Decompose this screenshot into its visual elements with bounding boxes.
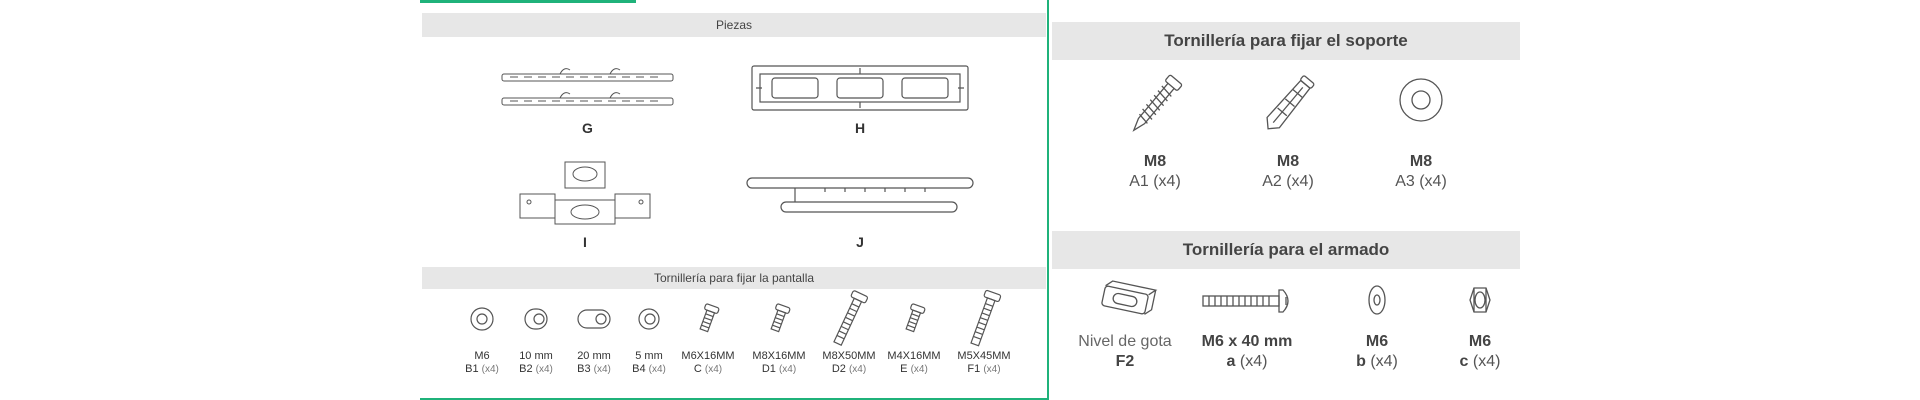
assembly-title: Tornillería para el armado xyxy=(1182,240,1390,259)
screw-qty: (x4) xyxy=(535,364,553,375)
screw-size: M8X16MM xyxy=(752,350,806,362)
screw-size: M5X45MM xyxy=(957,350,1011,362)
tube-pair-icon xyxy=(746,177,974,213)
screw-qty: (x4) xyxy=(593,364,611,375)
assembly-line2: c xyxy=(1459,353,1469,370)
support-header: Tornillería para fijar el soporte xyxy=(1052,22,1520,60)
assembly-item-f2: Nivel de gota F2 xyxy=(1060,280,1190,372)
support-item-a3: M8 A3 (x4) xyxy=(1356,70,1486,192)
screws-title: Tornillería para fijar la pantalla xyxy=(653,271,815,285)
spacer-short-icon xyxy=(638,308,660,330)
part-label: H xyxy=(854,120,866,136)
screw-code: E xyxy=(900,363,908,375)
support-title: Tornillería para fijar el soporte xyxy=(1164,31,1408,50)
screw-size: M6X16MM xyxy=(681,350,735,362)
screw-code: D1 xyxy=(761,363,776,375)
part-h: H xyxy=(750,64,970,136)
bracket-plates-icon xyxy=(519,161,651,225)
screw-code: B1 xyxy=(465,363,479,375)
long-bolt-icon xyxy=(833,290,869,346)
support-size: M8 xyxy=(1143,153,1167,170)
screw-b2: 10 mm B2 (x4) xyxy=(502,304,570,376)
piezas-header: Piezas xyxy=(422,13,1046,37)
assembly-qty: (x4) xyxy=(1370,353,1398,370)
support-item-a2: M8 A2 (x4) xyxy=(1223,70,1353,192)
assembly-line1: M6 xyxy=(1468,333,1492,350)
short-bolt-icon xyxy=(905,303,926,333)
assembly-header: Tornillería para el armado xyxy=(1052,231,1520,269)
screw-qty: (x4) xyxy=(848,364,867,375)
screw-code: C xyxy=(693,363,702,375)
washer-icon xyxy=(1399,78,1443,122)
support-code: A2 (x4) xyxy=(1262,173,1314,190)
screw-d2: M8X50MM D2 (x4) xyxy=(815,290,883,376)
rail-pair-icon xyxy=(501,68,674,106)
spacer-icon xyxy=(524,308,548,330)
assembly-line1: Nivel de gota xyxy=(1078,333,1172,350)
support-code: A1 (x4) xyxy=(1129,173,1181,190)
bubble-level-icon xyxy=(1101,280,1158,315)
screws-header: Tornillería para fijar la pantalla xyxy=(422,267,1046,289)
part-j: J xyxy=(745,172,975,250)
screw-qty: (x4) xyxy=(704,364,723,375)
assembly-item-a: M6 x 40 mm a (x4) xyxy=(1182,280,1312,372)
support-code: A3 (x4) xyxy=(1395,173,1447,190)
screw-f1: M5X45MM F1 (x4) xyxy=(950,289,1018,376)
screw-size: M4X16MM xyxy=(887,350,941,362)
screw-size: 20 mm xyxy=(577,350,611,362)
screw-d1: M8X16MM D1 (x4) xyxy=(745,303,813,376)
screw-code: B2 xyxy=(519,363,533,375)
assembly-qty: (x4) xyxy=(1472,353,1501,370)
screw-b3: 20 mm B3 (x4) xyxy=(560,304,628,376)
lag-screw-icon xyxy=(1132,74,1183,132)
screw-c: M6X16MM C (x4) xyxy=(674,303,742,376)
assembly-line2: b xyxy=(1356,353,1366,370)
wall-anchor-icon xyxy=(1266,75,1315,130)
screw-qty: (x4) xyxy=(910,364,928,375)
assembly-item-c: M6 c (x4) xyxy=(1415,280,1545,372)
accent-tab xyxy=(420,0,636,3)
assembly-item-b: M6 b (x4) xyxy=(1312,280,1442,372)
screw-qty: (x4) xyxy=(778,364,797,375)
spacer-long-icon xyxy=(577,309,611,329)
accent-divider xyxy=(1047,0,1049,400)
assembly-line1: M6 x 40 mm xyxy=(1201,333,1293,350)
screw-size: M6 xyxy=(474,350,490,362)
washer-icon xyxy=(1368,285,1386,315)
long-screw-icon xyxy=(1202,289,1289,313)
assembly-line1: M6 xyxy=(1365,333,1389,350)
short-bolt-icon xyxy=(699,303,720,333)
screw-code: F1 xyxy=(967,363,981,375)
screw-code: B4 xyxy=(632,363,646,375)
screw-code: D2 xyxy=(831,363,846,375)
assembly-qty: (x4) xyxy=(1239,353,1268,370)
screw-size: 5 mm xyxy=(635,350,663,362)
support-size: M8 xyxy=(1276,153,1300,170)
assembly-line2: F2 xyxy=(1115,353,1135,370)
screw-code: B3 xyxy=(577,363,591,375)
part-label: I xyxy=(583,234,587,250)
screw-size: M8X50MM xyxy=(822,350,876,362)
part-g: G xyxy=(500,64,675,136)
screw-b1: M6 B1 (x4) xyxy=(448,304,516,376)
part-label: J xyxy=(856,234,864,250)
accent-bottom-line xyxy=(420,398,1048,400)
screw-qty: (x4) xyxy=(481,364,499,375)
assembly-line2: a xyxy=(1226,353,1236,370)
screw-qty: (x4) xyxy=(983,364,1001,375)
support-size: M8 xyxy=(1409,153,1433,170)
nut-icon xyxy=(1469,287,1491,313)
screw-size: 10 mm xyxy=(519,350,553,362)
piezas-title: Piezas xyxy=(715,18,753,32)
long-bolt-icon xyxy=(970,289,1002,347)
part-i: I xyxy=(515,160,655,250)
screw-qty: (x4) xyxy=(648,364,666,375)
short-bolt-icon xyxy=(770,303,791,333)
screw-b4: 5 mm B4 (x4) xyxy=(615,304,683,376)
washer-icon xyxy=(470,307,494,331)
screw-e: M4X16MM E (x4) xyxy=(880,303,948,376)
wall-plate-icon xyxy=(751,65,969,111)
part-label: G xyxy=(582,120,593,136)
support-item-a1: M8 A1 (x4) xyxy=(1090,70,1220,192)
